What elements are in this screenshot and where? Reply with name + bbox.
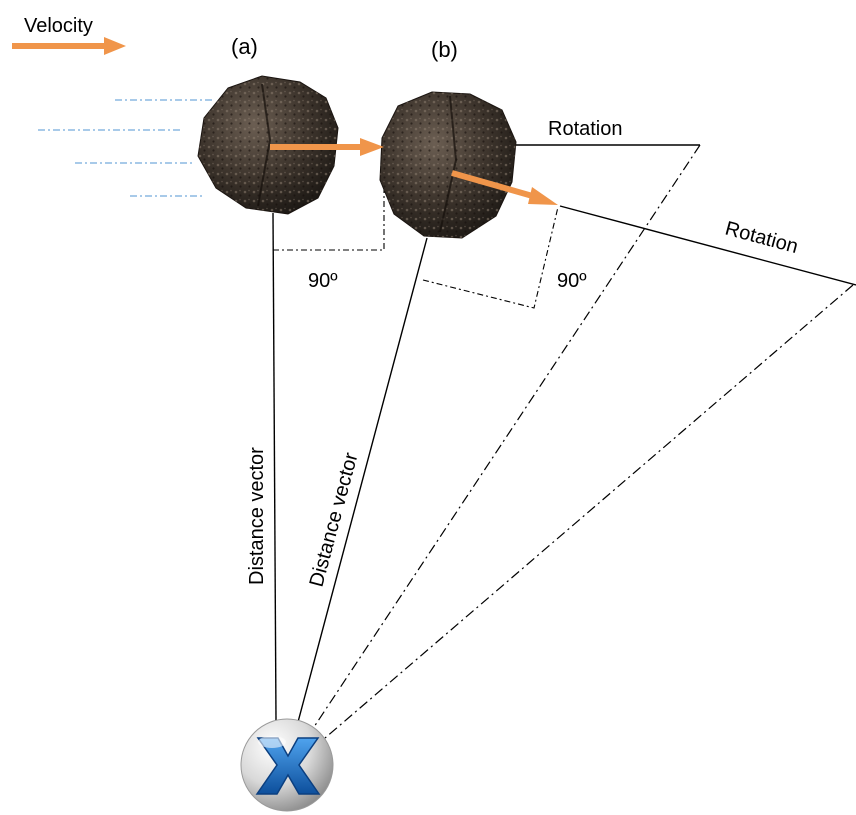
- velocity-label: Velocity: [24, 15, 93, 37]
- motion-lines: [38, 99, 212, 197]
- right-angle-marker-b: [422, 206, 559, 309]
- angle-label-b: 90º: [557, 270, 587, 292]
- right-angle-marker-a: [273, 146, 385, 251]
- distance-vector-line-b: [297, 237, 428, 723]
- state-b-label: (b): [431, 37, 458, 62]
- projection-line-2: [324, 284, 854, 739]
- distance-vector-label-b: Distance vector: [306, 450, 363, 589]
- rotation-line-2: [559, 205, 856, 286]
- velocity-arrow-a: [270, 138, 384, 156]
- distance-vector-label-a: Distance vector: [246, 447, 268, 585]
- state-a-label: (a): [231, 34, 258, 59]
- x-mark-icon: [255, 737, 321, 795]
- asteroid-b: [379, 91, 517, 239]
- distance-vector-line-a: [272, 212, 277, 721]
- angle-label-a: 90º: [308, 270, 338, 292]
- rotation-label-1: Rotation: [548, 118, 623, 140]
- asteroid-a: [197, 75, 339, 215]
- projection-line-1: [311, 144, 701, 731]
- observer: [240, 718, 334, 812]
- velocity-arrow-b: [451, 170, 558, 205]
- velocity-legend-arrow: [12, 37, 126, 55]
